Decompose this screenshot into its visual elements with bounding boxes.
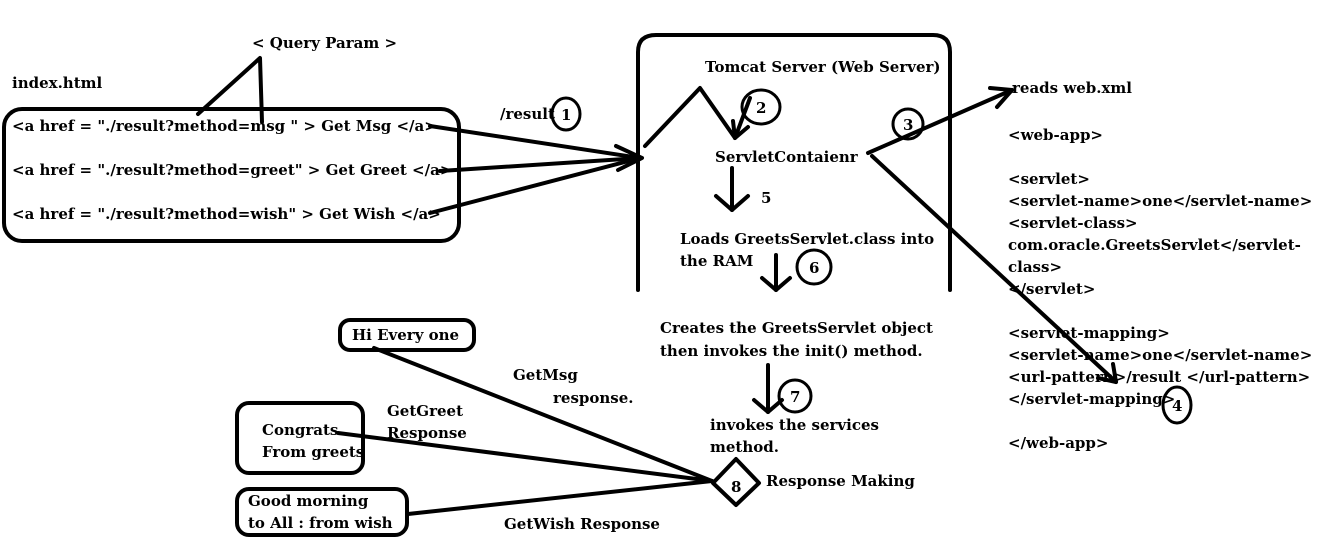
loads-class-line-1: Loads GreetsServlet.class into xyxy=(680,230,934,248)
web-xml-line: <url-pattern>/result </url-pattern> xyxy=(1008,368,1310,386)
web-xml-line: </servlet-mapping> xyxy=(1008,390,1175,408)
step-2-circle xyxy=(740,88,782,126)
creates-object-line-1: Creates the GreetsServlet object xyxy=(660,319,933,337)
arrow-step-3 xyxy=(866,88,1014,155)
arrow-step-4 xyxy=(870,154,1118,384)
step-6-circle xyxy=(795,248,833,286)
line-greet-response xyxy=(336,431,714,483)
link-wish: <a href = "./result?method=wish" > Get W… xyxy=(12,205,441,223)
greet-response-text-2: From greets xyxy=(262,443,364,461)
web-xml-line: <servlet> xyxy=(1008,170,1090,188)
step-8-diamond xyxy=(711,457,761,507)
step-5-number: 5 xyxy=(761,189,771,207)
wish-response-box xyxy=(235,487,409,537)
web-xml-line: <servlet-class> xyxy=(1008,214,1138,232)
response-making-label: Response Making xyxy=(766,472,915,490)
web-xml-listing: <web-app> <servlet> <servlet-name>one</s… xyxy=(1008,126,1312,452)
arrow-step-2 xyxy=(643,86,752,148)
msg-response-box xyxy=(338,318,476,352)
greet-response-label-2: Response xyxy=(387,424,467,442)
creates-object-line-2: then invokes the init() method. xyxy=(660,342,923,360)
arrow-link-msg xyxy=(428,124,642,160)
tomcat-server-box xyxy=(636,33,952,292)
arrow-head-step-7 xyxy=(752,398,784,414)
step-1-number: 1 xyxy=(561,106,571,124)
link-msg: <a href = "./result?method=msg " > Get M… xyxy=(12,117,437,135)
step-3-number: 3 xyxy=(903,116,913,134)
step-7-circle xyxy=(777,378,813,414)
web-xml-line: <servlet-name>one</servlet-name> xyxy=(1008,346,1312,364)
reads-webxml-label: reads web.xml xyxy=(1012,79,1132,97)
loads-class-line-2: the RAM xyxy=(680,252,753,270)
wish-response-label: GetWish Response xyxy=(504,515,660,533)
index-html-box xyxy=(2,107,461,243)
step-4-circle xyxy=(1161,385,1193,425)
wish-response-text-2: to All : from wish xyxy=(248,514,393,532)
query-param-label: < Query Param > xyxy=(252,34,397,52)
step-1-circle xyxy=(550,96,582,132)
request-path-label: /result xyxy=(500,105,555,123)
arrow-link-greet xyxy=(438,156,642,173)
tomcat-title: Tomcat Server (Web Server) xyxy=(705,58,941,76)
servlet-container-label: ServletContaienr xyxy=(715,148,859,166)
arrow-head-step-3 xyxy=(988,86,1014,109)
arrow-link-wish xyxy=(428,156,642,215)
web-xml-line: </web-app> xyxy=(1008,434,1108,452)
web-xml-line: class> xyxy=(1008,258,1062,276)
query-param-pointer xyxy=(196,56,264,124)
msg-response-label-2: response. xyxy=(553,389,634,407)
step-3-circle xyxy=(891,107,925,141)
invokes-service-line-1: invokes the services xyxy=(710,416,879,434)
arrow-head-step-5 xyxy=(714,194,750,212)
step-2-number: 2 xyxy=(756,99,766,117)
arrow-head-step-4 xyxy=(1096,362,1118,384)
step-4-number: 4 xyxy=(1172,397,1182,415)
line-msg-response xyxy=(372,346,714,483)
step-7-number: 7 xyxy=(790,388,800,406)
line-wish-response xyxy=(406,479,714,516)
web-xml-line: <web-app> xyxy=(1008,126,1103,144)
msg-response-text: Hi Every one xyxy=(352,326,459,344)
invokes-service-line-2: method. xyxy=(710,438,779,456)
link-greet: <a href = "./result?method=greet" > Get … xyxy=(12,161,452,179)
greet-response-text-1: Congrats xyxy=(262,421,338,439)
arrow-head-step-6 xyxy=(760,276,792,292)
arrow-head-step-2 xyxy=(731,119,750,140)
msg-response-label-1: GetMsg xyxy=(513,366,578,384)
web-xml-line: </servlet> xyxy=(1008,280,1095,298)
greet-response-label-1: GetGreet xyxy=(387,402,463,420)
web-xml-line: <servlet-name>one</servlet-name> xyxy=(1008,192,1312,210)
index-html-title: index.html xyxy=(12,74,103,92)
web-xml-line: com.oracle.GreetsServlet</servlet- xyxy=(1008,236,1301,254)
arrow-head-server xyxy=(614,144,644,172)
wish-response-text-1: Good morning xyxy=(248,492,369,510)
step-6-number: 6 xyxy=(809,259,819,277)
web-xml-line: <servlet-mapping> xyxy=(1008,324,1170,342)
step-8-number: 8 xyxy=(731,478,741,496)
